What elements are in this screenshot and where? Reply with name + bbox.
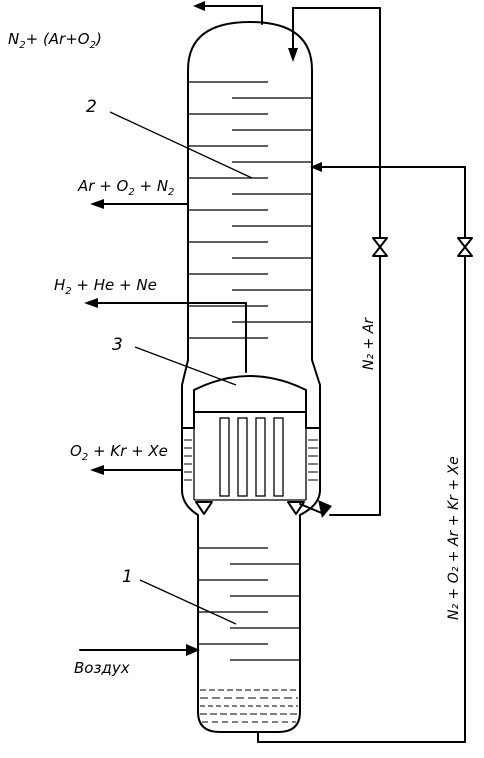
label-top-outlet: N2+ (Ar+O2) (8, 30, 102, 51)
lower-column-trays (198, 547, 300, 661)
condenser-tubes (193, 417, 307, 501)
n2-ar-reflux-line (288, 7, 381, 518)
condenser (181, 375, 321, 515)
callout-1: 1 (122, 567, 133, 587)
callout-3-leader (134, 346, 237, 386)
upper-column (181, 21, 321, 541)
argon-fraction-outlet (90, 199, 189, 209)
callout-2: 2 (86, 97, 97, 117)
light-gases-vent (84, 298, 247, 373)
valve-n2-ar (372, 237, 388, 257)
callout-3: 3 (112, 335, 123, 355)
label-ar-o2-n2: Ar + O2 + N2 (77, 177, 174, 198)
sump-liquid (200, 689, 298, 723)
top-outlet-pipe (193, 1, 263, 25)
column-neck-left (181, 489, 199, 541)
label-stream-mix: N₂ + O₂ + Ar + Kr + Xe (446, 456, 462, 620)
column-neck-right (299, 489, 321, 541)
upper-column-trays (188, 81, 312, 339)
krypton-fraction-outlet (90, 465, 183, 475)
left-drain-funnel (195, 501, 213, 515)
column-waist-left (181, 359, 189, 491)
lower-column (197, 539, 301, 733)
lower-column-bottom (197, 711, 301, 733)
label-o2-kr-xe: O2 + Kr + Xe (70, 442, 168, 463)
callout-2-leader (109, 111, 253, 179)
valve-mix (457, 237, 473, 257)
upper-column-dome (187, 21, 313, 71)
label-air-inlet: Воздух (74, 659, 130, 677)
label-h2-he-ne: H2 + He + Ne (54, 276, 157, 297)
condenser-liquid (184, 439, 318, 481)
column-waist-right (311, 359, 321, 491)
callout-1-leader (139, 579, 237, 625)
air-inlet-pipe (79, 644, 200, 656)
mixed-feed-line (257, 162, 466, 743)
condenser-dome (193, 375, 307, 413)
right-drain-funnel (287, 501, 305, 515)
label-stream-n2-ar: N₂ + Ar (361, 317, 377, 370)
